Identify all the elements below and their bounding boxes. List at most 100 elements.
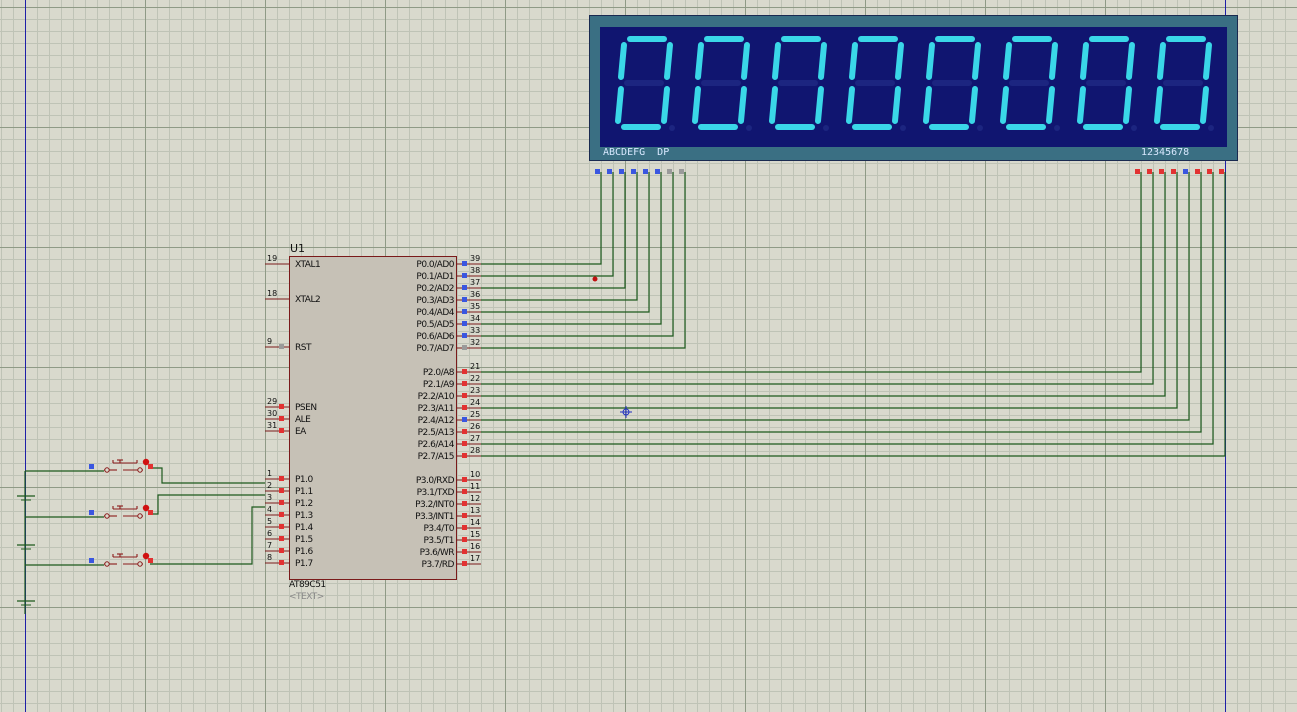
pin-label: P2.0/A8 [422, 368, 455, 378]
pin-label: P1.1 [295, 487, 313, 497]
pin-number: 1 [267, 469, 273, 478]
pin-number: 28 [470, 446, 481, 455]
display-digit [1000, 36, 1060, 131]
pin-number: 7 [267, 541, 273, 550]
pin-number: 39 [470, 254, 481, 263]
push-button-3[interactable] [104, 552, 150, 567]
display-pin-marker [1159, 169, 1164, 174]
wire [481, 172, 1214, 445]
pin-marker [279, 548, 284, 553]
pin-number: 23 [470, 386, 481, 395]
display-pin-marker [619, 169, 624, 174]
wire [481, 172, 1202, 433]
pin-label: P0.7/AD7 [416, 344, 454, 354]
wire [481, 172, 1166, 397]
pin-label: P1.6 [295, 547, 313, 557]
display-digit [1154, 36, 1214, 131]
segments-pin-label: ABCDEFG DP [603, 147, 670, 158]
pin-marker [279, 524, 284, 529]
button-pin-marker [89, 464, 94, 469]
pin-label: XTAL2 [295, 295, 321, 305]
pin-number: 4 [267, 505, 273, 514]
pin-number: 37 [470, 278, 481, 287]
pin-label: P1.5 [295, 535, 313, 545]
mcu-text-placeholder: <TEXT> [289, 592, 324, 602]
wire [150, 494, 265, 515]
pin-number: 32 [470, 338, 481, 347]
pin-marker [462, 549, 467, 554]
pin-marker [279, 344, 284, 349]
button-pin-marker [148, 464, 153, 469]
pin-number: 19 [267, 254, 278, 263]
pin-number: 16 [470, 542, 481, 551]
pin-label: P1.3 [295, 511, 313, 521]
wire [481, 172, 1226, 457]
pin-label: P2.1/A9 [422, 380, 455, 390]
wire [481, 172, 650, 313]
pin-label: P1.2 [295, 499, 313, 509]
pin-number: 15 [470, 530, 481, 539]
pin-marker [462, 441, 467, 446]
push-button-2[interactable] [104, 504, 150, 519]
pin-marker [279, 428, 284, 433]
pin-marker [279, 560, 284, 565]
wire [481, 172, 614, 277]
wire [481, 172, 674, 337]
display-pin-marker [1147, 169, 1152, 174]
pin-number: 29 [267, 397, 278, 406]
mcu-at89c51[interactable] [289, 256, 457, 580]
display-digit [1077, 36, 1137, 131]
pin-number: 14 [470, 518, 481, 527]
pin-marker [462, 309, 467, 314]
wire [481, 172, 1190, 421]
pin-number: 38 [470, 266, 481, 275]
pin-label: PSEN [295, 403, 317, 413]
pin-marker [462, 513, 467, 518]
pin-marker [462, 273, 467, 278]
digits-pin-label: 12345678 [1141, 147, 1190, 158]
pin-label: P2.5/A13 [417, 428, 455, 438]
display-digit [769, 36, 829, 131]
pin-number: 21 [470, 362, 481, 371]
pin-label: P2.2/A10 [417, 392, 455, 402]
mcu-reference: U1 [290, 242, 306, 255]
pin-number: 8 [267, 553, 273, 562]
pin-marker [462, 537, 467, 542]
pin-marker [462, 285, 467, 290]
display-pin-marker [1171, 169, 1176, 174]
display-digit [923, 36, 983, 131]
pin-marker [462, 333, 467, 338]
pin-number: 9 [267, 337, 273, 346]
pin-label: P2.7/A15 [417, 452, 455, 462]
pin-number: 10 [470, 470, 481, 479]
pin-number: 12 [470, 494, 481, 503]
pin-number: 5 [267, 517, 273, 526]
wire [481, 172, 662, 325]
button-pin-marker [89, 558, 94, 563]
wire [150, 506, 265, 565]
pin-marker [462, 525, 467, 530]
pin-number: 35 [470, 302, 481, 311]
pin-marker [462, 381, 467, 386]
pin-marker [279, 476, 284, 481]
pin-label: P1.7 [295, 559, 313, 569]
pin-label: P1.4 [295, 523, 313, 533]
seven-segment-display[interactable]: ABCDEFG DP 12345678 [589, 15, 1238, 161]
push-button-1[interactable] [104, 458, 150, 473]
pin-number: 22 [470, 374, 481, 383]
pin-number: 3 [267, 493, 273, 502]
pin-label: P2.3/A11 [417, 404, 455, 414]
display-pin-marker [1207, 169, 1212, 174]
display-pin-marker [667, 169, 672, 174]
pin-label: ALE [295, 415, 311, 425]
pin-marker [462, 477, 467, 482]
pin-marker [462, 501, 467, 506]
display-pin-marker [595, 169, 600, 174]
pin-number: 13 [470, 506, 481, 515]
display-digit [692, 36, 752, 131]
wire [481, 172, 1178, 409]
pin-number: 36 [470, 290, 481, 299]
display-pin-marker [607, 169, 612, 174]
pin-number: 2 [267, 481, 273, 490]
mcu-part-name: AT89C51 [289, 580, 326, 590]
